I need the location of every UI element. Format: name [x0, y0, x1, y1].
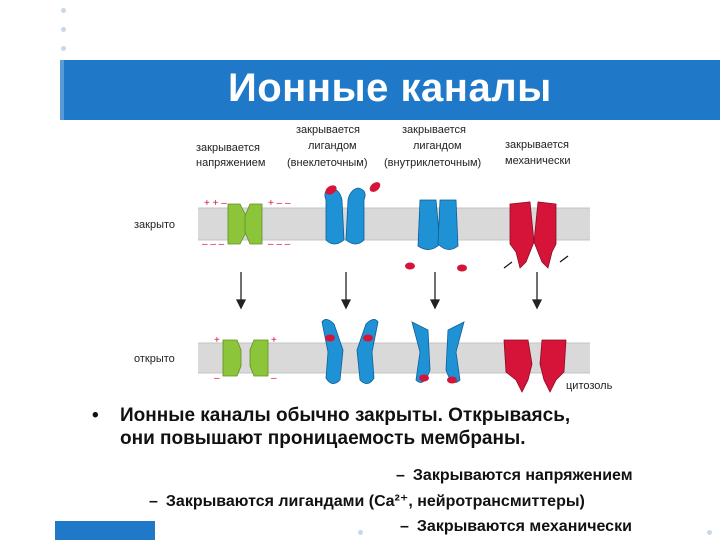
sub-bullet-ligand: –Закрываются лигандами (Ca²⁺, нейротранс… — [149, 491, 585, 511]
ligand-icon — [325, 185, 337, 195]
ligand-icon — [405, 262, 415, 270]
charge-open-plus-left: + — [214, 335, 220, 346]
state-open-label: открыто — [134, 353, 175, 365]
sub-dash: – — [149, 493, 158, 510]
ext-ligand-channel-closed — [324, 187, 366, 245]
mech-channel-closed — [509, 201, 557, 269]
footer-accent — [55, 521, 155, 540]
col4-line1: закрывается — [505, 139, 569, 151]
col2-line2: лигандом — [308, 140, 357, 152]
footer-dot — [358, 530, 363, 535]
charge-top-left: + + – — [204, 198, 227, 209]
col3-line2: лигандом — [413, 140, 462, 152]
charge-open-plus-right: + — [271, 335, 277, 346]
cytosol-label: цитозоль — [566, 380, 613, 392]
charge-bottom-right: – – – — [268, 239, 291, 250]
slide-title: Ионные каналы — [228, 66, 552, 110]
charge-top-right: + – – — [268, 198, 291, 209]
footer-dot — [707, 530, 712, 535]
col3-line1: закрывается — [402, 124, 466, 136]
col2-line3: (внеклеточным) — [287, 157, 368, 169]
ligand-icon — [369, 182, 381, 192]
main-bullet-line2: они повышают проницаемость мембраны. — [120, 428, 526, 449]
main-bullet: • Ионные каналы обычно закрыты. Открывая… — [92, 404, 712, 450]
mech-channel-open — [503, 339, 567, 393]
ligand-icon — [325, 334, 335, 342]
sub-bullet-voltage: –Закрываются напряжением — [396, 467, 633, 485]
title-banner: Ионные каналы — [60, 60, 720, 120]
col4-line2: механически — [505, 155, 570, 167]
ligand-icon — [419, 374, 429, 382]
sub-bullet-voltage-text: Закрываются напряжением — [412, 467, 633, 484]
sub-dash: – — [400, 518, 409, 535]
ligand-icon — [447, 376, 457, 384]
ligand-icon — [457, 264, 467, 272]
sub-bullet-mechanical-text: Закрываются механически — [416, 518, 632, 535]
bullet-list: • Ионные каналы обычно закрыты. Открывая… — [92, 404, 712, 450]
main-bullet-line1: Ионные каналы обычно закрыты. Открываясь… — [120, 405, 571, 426]
bullet-marker: • — [92, 405, 99, 426]
state-closed-label: закрыто — [134, 219, 175, 231]
decor-dots — [61, 8, 67, 65]
int-ligand-channel-closed — [417, 199, 459, 250]
sub-bullet-mechanical: –Закрываются механически — [400, 518, 632, 536]
charge-open-minus-right: – — [271, 373, 277, 384]
charge-open-minus-left: – — [214, 373, 220, 384]
col1-line1: закрывается — [196, 142, 260, 154]
charge-bottom-left: – – – — [202, 239, 225, 250]
voltage-channel-closed — [227, 203, 263, 245]
banner-accent — [60, 60, 64, 120]
sub-dash: – — [396, 467, 405, 484]
ligand-icon — [363, 334, 373, 342]
transition-arrows — [235, 272, 543, 310]
col2-line1: закрывается — [296, 124, 360, 136]
voltage-channel-open — [222, 339, 269, 377]
col3-line3: (внутриклеточным) — [384, 157, 481, 169]
col1-line2: напряжением — [196, 157, 265, 169]
sub-bullet-ligand-text: Закрываются лигандами (Ca²⁺, нейротрансм… — [165, 493, 585, 510]
